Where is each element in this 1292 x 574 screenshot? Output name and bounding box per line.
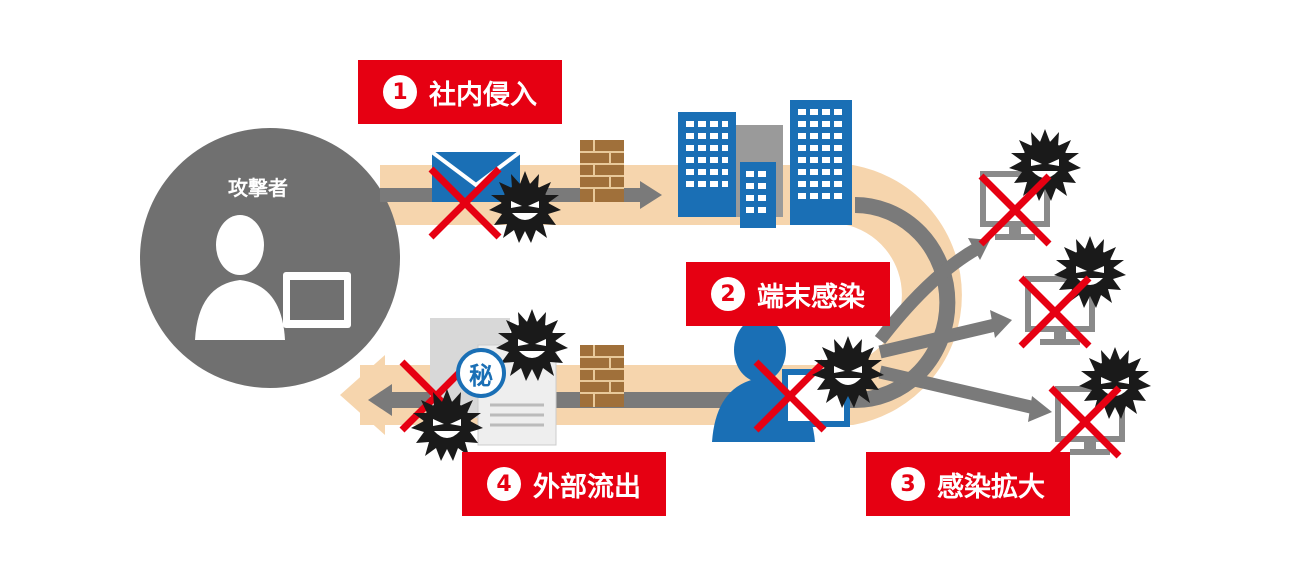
step-2-label: 2 端末感染: [686, 262, 890, 326]
confidential-stamp: 秘: [456, 348, 506, 398]
step-text: 外部流出: [533, 471, 641, 503]
step-text: 感染拡大: [937, 471, 1045, 503]
attacker-label: 攻撃者: [228, 176, 288, 200]
step-4-label: 4 外部流出: [462, 452, 666, 516]
firewall-icon: [579, 344, 625, 408]
company-buildings-icon: [678, 100, 852, 228]
band-arrowhead: [340, 355, 385, 435]
step-text: 社内侵入: [429, 79, 537, 111]
step-3-label: 3 感染拡大: [866, 452, 1070, 516]
step-text: 端末感染: [757, 281, 865, 313]
firewall-icon: [579, 139, 625, 203]
attacker-circle: [140, 128, 400, 388]
attacker-silhouette-icon: [195, 215, 351, 340]
step-number: 2: [711, 277, 745, 311]
step-number: 1: [383, 75, 417, 109]
step-number: 3: [891, 467, 925, 501]
step-1-label: 1 社内侵入: [358, 60, 562, 124]
arrow-left-icon: [368, 384, 392, 416]
step-number: 4: [487, 467, 521, 501]
arrow-right-icon: [640, 181, 662, 209]
